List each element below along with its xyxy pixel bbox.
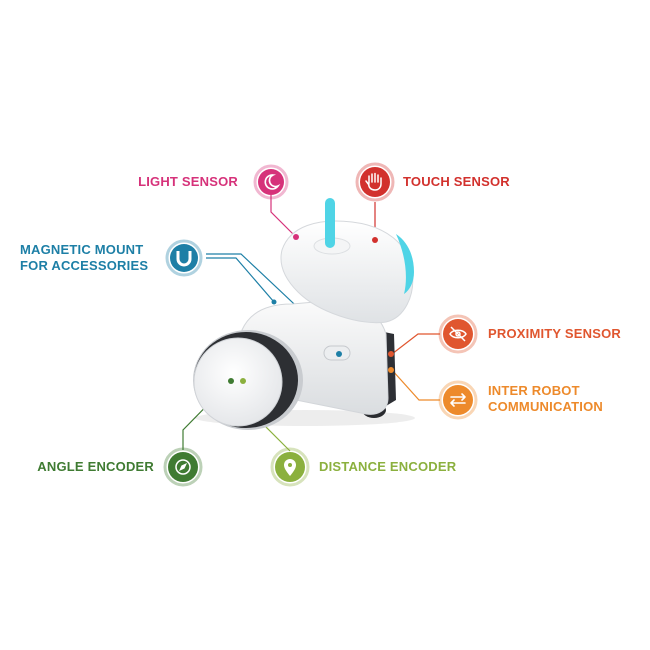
map-pin-icon: [284, 459, 296, 476]
light-sensor-badge: [253, 164, 289, 200]
magnetic-dot-2: [271, 299, 277, 305]
magnet-icon: [176, 251, 192, 267]
robot-antenna: [325, 198, 335, 248]
proximity-dot: [388, 351, 394, 357]
magnetic-mount-label: MAGNETIC MOUNT FOR ACCESSORIES: [20, 242, 148, 274]
moon-icon: [264, 174, 281, 190]
inter-connector: [391, 369, 440, 401]
magnetic-line2-text: FOR ACCESSORIES: [20, 258, 149, 273]
proximity-sensor-badge: [438, 314, 478, 354]
eye-off-icon: [449, 326, 467, 342]
distance-encoder-label: DISTANCE ENCODER: [319, 459, 456, 475]
touch-sensor-label: TOUCH SENSOR: [403, 174, 510, 190]
magnetic-connector-1: [206, 257, 275, 303]
magnetic-line1-text: MAGNETIC MOUNT: [20, 242, 144, 257]
distance-encoder-text: DISTANCE ENCODER: [319, 459, 457, 474]
inter-robot-badge: [438, 380, 478, 420]
angle-dot: [228, 378, 234, 384]
inter-robot-label: INTER ROBOT COMMUNICATION: [488, 383, 603, 415]
inter-dot: [388, 367, 394, 373]
light-sensor-label: LIGHT SENSOR: [138, 174, 238, 190]
magnetic-mount-badge: [165, 239, 203, 277]
inter-line2-text: COMMUNICATION: [488, 399, 604, 414]
light-sensor-text: LIGHT SENSOR: [138, 174, 238, 189]
proximity-sensor-label: PROXIMITY SENSOR: [488, 326, 621, 342]
touch-sensor-text: TOUCH SENSOR: [403, 174, 510, 189]
distance-encoder-badge: [270, 447, 310, 487]
proximity-sensor-text: PROXIMITY SENSOR: [488, 326, 621, 341]
angle-encoder-badge: [163, 447, 203, 487]
angle-encoder-label: ANGLE ENCODER: [37, 459, 154, 475]
hand-icon: [365, 172, 382, 191]
light-connector: [270, 195, 297, 238]
touch-dot: [372, 237, 378, 243]
proximity-connector: [391, 333, 440, 355]
arrows-exchange-icon: [450, 393, 466, 407]
compass-icon: [175, 459, 191, 475]
magnetic-dot: [336, 351, 342, 357]
distance-dot: [240, 378, 246, 384]
robot-face-light: [396, 234, 414, 294]
touch-sensor-badge: [355, 162, 395, 202]
angle-encoder-text: ANGLE ENCODER: [37, 459, 154, 474]
inter-line1-text: INTER ROBOT: [488, 383, 580, 398]
robot-wheel: [193, 337, 283, 427]
light-dot: [293, 234, 299, 240]
